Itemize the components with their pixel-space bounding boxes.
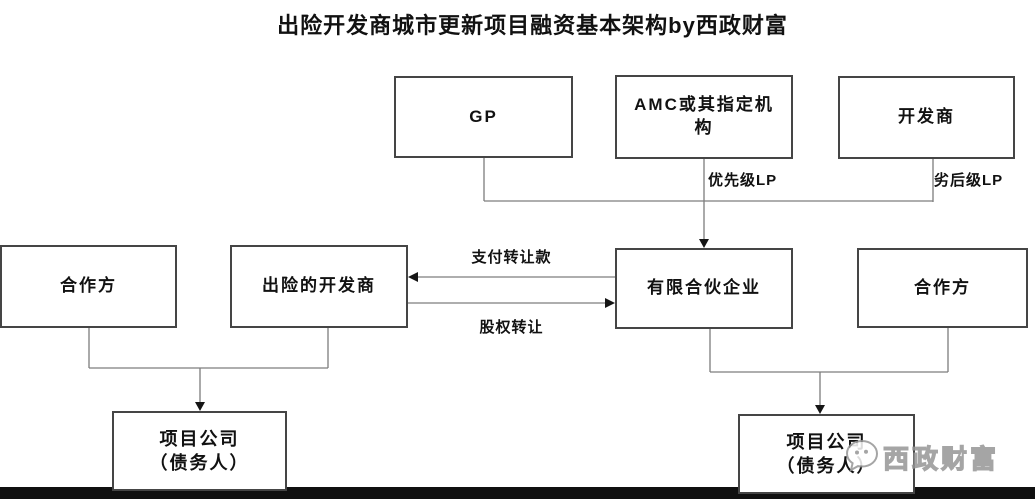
- node-developer: 开发商: [838, 76, 1015, 159]
- node-partner-left-label: 合作方: [60, 276, 117, 296]
- edge-label-senior-lp: 优先级LP: [708, 172, 778, 189]
- node-partner-right-label: 合作方: [914, 277, 971, 297]
- node-gp: GP: [394, 76, 573, 158]
- edge-label-pay-transfer: 支付转让款: [471, 249, 552, 266]
- node-distressed-developer-label: 出险的开发商: [262, 276, 376, 296]
- arrowhead-left-distressed-icon: [408, 272, 418, 282]
- watermark-text: 西政财富: [882, 443, 1000, 474]
- node-project-company-left: 项目公司 （债务人）: [112, 411, 287, 491]
- node-project-company-left-label: 项目公司 （债务人）: [149, 428, 250, 473]
- node-partner-left: 合作方: [0, 245, 177, 328]
- node-developer-label: 开发商: [898, 107, 955, 127]
- node-amc-label: AMC或其指定机 构: [634, 95, 774, 137]
- arrowhead-down-project-right-icon: [815, 405, 825, 414]
- arrowhead-down-project-left-icon: [195, 402, 205, 411]
- diagram-title: 出险开发商城市更新项目融资基本架构by西政财富: [277, 13, 788, 38]
- node-partner-right: 合作方: [857, 248, 1028, 328]
- arrowhead-right-lp-icon: [605, 298, 615, 308]
- edge-label-equity-transfer: 股权转让: [479, 319, 544, 336]
- arrowhead-down-lp-icon: [699, 239, 709, 248]
- node-amc: AMC或其指定机 构: [615, 75, 793, 159]
- node-distressed-developer: 出险的开发商: [230, 245, 408, 328]
- node-project-company-right: 项目公司 （债务人）: [738, 414, 915, 494]
- node-limited-partnership-label: 有限合伙企业: [647, 278, 761, 298]
- wechat-icon: [845, 439, 879, 472]
- node-limited-partnership: 有限合伙企业: [615, 248, 793, 329]
- watermark: 西政财富: [843, 438, 999, 476]
- edge-label-junior-lp: 劣后级LP: [934, 172, 1004, 189]
- node-gp-label: GP: [469, 106, 498, 126]
